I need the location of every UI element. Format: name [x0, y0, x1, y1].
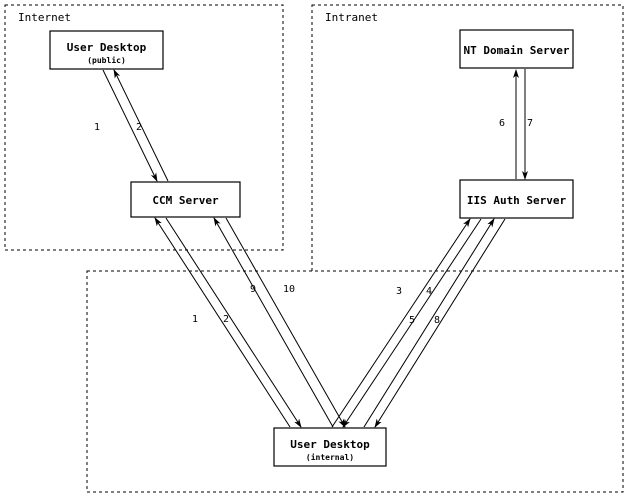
node-box-iis-auth-server[interactable]: [459, 179, 574, 219]
flow-line-step-5: [363, 218, 495, 428]
zone-labels: Internet Intranet: [18, 11, 378, 24]
flow-line-step-1-internal: [154, 217, 291, 428]
flow-internal-desktop-iis-b: [363, 218, 506, 428]
step-label-5: 5: [409, 315, 415, 326]
zone-internet-boundary: [4, 4, 284, 251]
node-user-desktop-internal[interactable]: User Desktop (internal): [273, 427, 387, 467]
flow-internal-desktop-ccm-a: [154, 217, 302, 428]
node-subtitle-user-desktop-public: (public): [87, 55, 126, 65]
node-subtitle-user-desktop-internal: (internal): [306, 452, 354, 462]
flow-internal-desktop-iis-a: [331, 218, 482, 428]
step-label-9: 9: [250, 284, 256, 295]
step-label-8: 8: [434, 315, 440, 326]
step-label-1-internal: 1: [192, 314, 198, 325]
step-label-6: 6: [499, 118, 505, 129]
node-box-nt-domain-server[interactable]: [459, 29, 574, 69]
step-label-3: 3: [396, 286, 402, 297]
node-title-user-desktop-internal: User Desktop: [290, 438, 370, 451]
flow-iis-nt: [513, 69, 528, 180]
step-label-7: 7: [527, 118, 533, 129]
flow-public-desktop-ccm: [102, 69, 169, 182]
node-user-desktop-public[interactable]: User Desktop (public): [49, 30, 164, 70]
node-title-ccm-server: CCM Server: [152, 194, 219, 207]
node-ccm-server[interactable]: CCM Server: [130, 181, 241, 218]
flow-line-step-9: [213, 217, 334, 428]
step-label-4: 4: [426, 286, 432, 297]
flow-internal-desktop-ccm-b: [213, 217, 346, 428]
node-title-nt-domain-server: NT Domain Server: [464, 44, 570, 57]
node-box-ccm-server[interactable]: [130, 181, 241, 218]
zone-label-intranet: Intranet: [325, 11, 378, 24]
flow-line-step-10: [225, 217, 346, 428]
step-label-2-public: 2: [136, 122, 142, 133]
flow-line-step-2-public: [113, 69, 169, 182]
node-box-user-desktop-public[interactable]: [49, 30, 164, 70]
zone-boundaries: [4, 4, 624, 493]
step-labels: 1 2 1 2 3 4 5 6 7 8 9 10: [94, 118, 533, 326]
node-title-iis-auth-server: IIS Auth Server: [467, 194, 567, 207]
step-label-10: 10: [283, 284, 295, 295]
node-title-user-desktop-public: User Desktop: [67, 41, 147, 54]
flow-line-step-3: [331, 218, 471, 428]
flow-line-step-4: [342, 218, 482, 428]
flow-line-step-1-public: [102, 69, 158, 182]
flow-line-step-8: [374, 218, 506, 428]
zone-label-internet: Internet: [18, 11, 71, 24]
node-nt-domain-server[interactable]: NT Domain Server: [459, 29, 574, 69]
flow-line-step-2-internal: [165, 217, 302, 428]
node-box-user-desktop-internal[interactable]: [273, 427, 387, 467]
step-label-2-internal: 2: [223, 314, 229, 325]
step-label-1-public: 1: [94, 122, 100, 133]
node-iis-auth-server[interactable]: IIS Auth Server: [459, 179, 574, 219]
